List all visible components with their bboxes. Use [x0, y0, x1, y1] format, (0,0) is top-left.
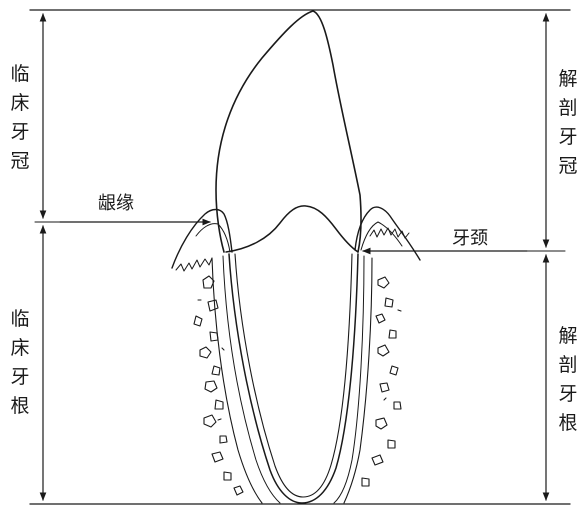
- bone-trabeculae-left: [194, 276, 243, 495]
- tooth: [216, 11, 364, 503]
- left-gingiva-texture: [176, 258, 212, 271]
- right-gingiva-texture: [370, 228, 409, 238]
- cemento-enamel-junction: [226, 206, 358, 252]
- periodontal-line-left: [223, 256, 280, 503]
- root-outer-outline: [229, 254, 358, 503]
- left-gingiva-inner: [196, 224, 230, 252]
- periodontal-line-right: [334, 256, 364, 503]
- anatomical-root-label: 解 剖 牙 根: [556, 322, 580, 438]
- dimension-arrows: [43, 14, 546, 500]
- reference-lines: [30, 10, 570, 504]
- gingiva: [172, 207, 420, 271]
- anatomical-crown-label: 解 剖 牙 冠: [556, 65, 580, 181]
- gingival-margin-label: 龈缘: [98, 193, 134, 215]
- bone-trabeculae-right: [362, 277, 401, 486]
- bone-right-inner-wall: [344, 258, 372, 503]
- tooth-neck-label: 牙颈: [452, 228, 488, 250]
- clinical-root-label: 临 床 牙 根: [8, 305, 32, 421]
- crown-outline: [216, 11, 361, 252]
- clinical-crown-label: 临 床 牙 冠: [8, 60, 32, 176]
- right-gingiva: [355, 207, 420, 260]
- right-gingiva-inner: [361, 222, 402, 250]
- root-inner-outline: [235, 254, 352, 497]
